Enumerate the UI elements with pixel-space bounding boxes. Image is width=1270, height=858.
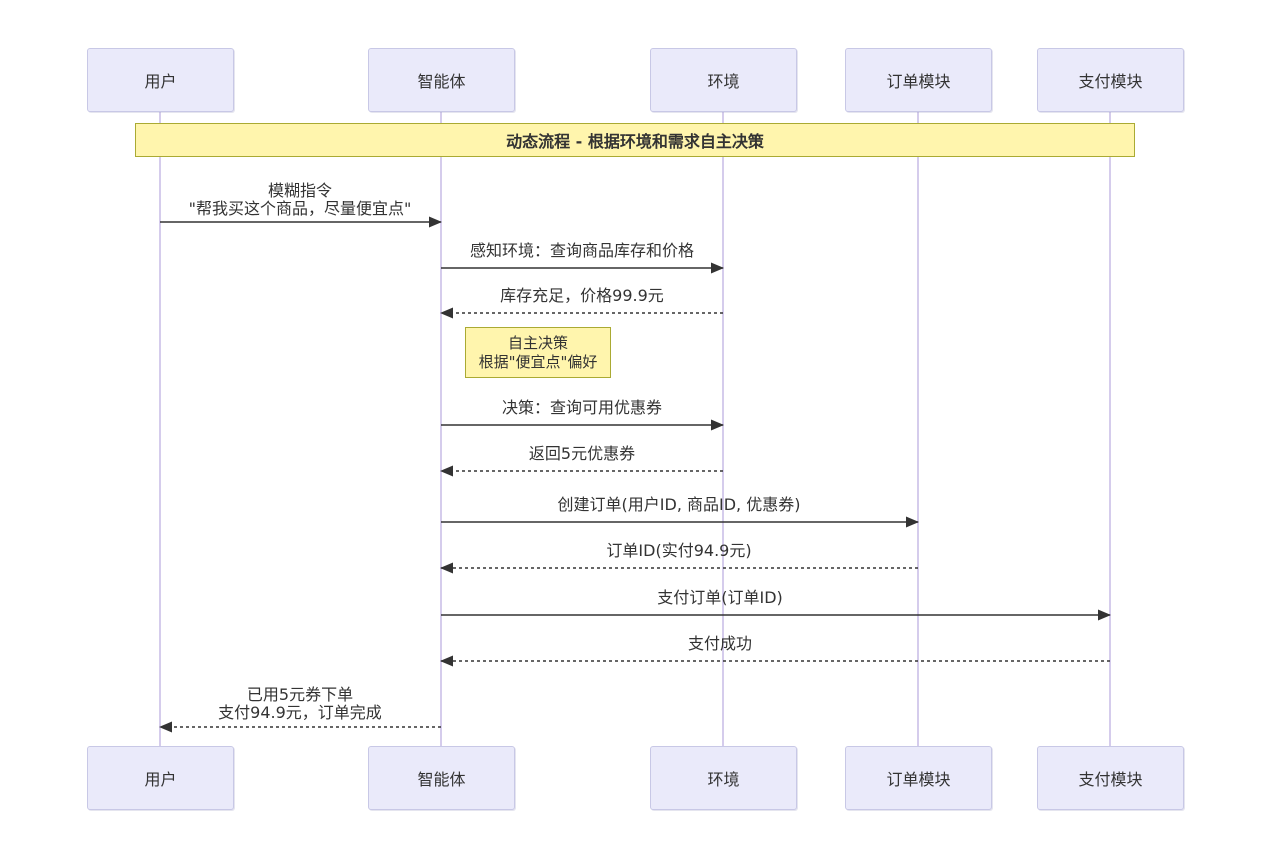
- message-label-7: 订单ID(实付94.9元): [606, 541, 752, 560]
- actor-label: 智能体: [417, 770, 466, 789]
- message-label-2: 感知环境：查询商品库存和价格: [469, 241, 695, 260]
- actor-label: 订单模块: [886, 72, 951, 91]
- message-label-9: 支付成功: [687, 634, 753, 653]
- actor-label: 智能体: [417, 72, 466, 91]
- diagram-title-banner: 动态流程 - 根据环境和需求自主决策: [135, 123, 1135, 157]
- actor-bottom-agent: 智能体: [368, 746, 515, 810]
- actor-label: 用户: [144, 72, 177, 91]
- actor-bottom-user: 用户: [87, 746, 234, 810]
- actor-bottom-order-module: 订单模块: [845, 746, 992, 810]
- actor-label: 环境: [707, 72, 740, 91]
- note-autonomous-decision: 自主决策 根据"便宜点"偏好: [465, 327, 611, 378]
- actor-label: 支付模块: [1078, 72, 1143, 91]
- actor-label: 订单模块: [886, 770, 951, 789]
- actor-bottom-payment-module: 支付模块: [1037, 746, 1184, 810]
- message-arrows: [159, 216, 1111, 733]
- actor-top-agent: 智能体: [368, 48, 515, 112]
- actor-top-order-module: 订单模块: [845, 48, 992, 112]
- actor-top-payment-module: 支付模块: [1037, 48, 1184, 112]
- message-label-1: 模糊指令 "帮我买这个商品，尽量便宜点": [188, 181, 412, 218]
- actor-label: 支付模块: [1078, 770, 1143, 789]
- message-label-6: 创建订单(用户ID, 商品ID, 优惠券): [557, 495, 801, 514]
- message-label-5: 返回5元优惠券: [528, 444, 636, 463]
- actor-top-user: 用户: [87, 48, 234, 112]
- actor-label: 环境: [707, 770, 740, 789]
- actor-top-environment: 环境: [650, 48, 797, 112]
- message-label-3: 库存充足，价格99.9元: [500, 286, 664, 305]
- banner-label: 动态流程 - 根据环境和需求自主决策: [506, 132, 764, 151]
- message-label-4: 决策：查询可用优惠券: [501, 398, 663, 417]
- actor-label: 用户: [144, 770, 177, 789]
- message-label-10: 已用5元券下单 支付94.9元，订单完成: [218, 685, 382, 722]
- message-label-8: 支付订单(订单ID): [657, 588, 783, 607]
- actor-bottom-environment: 环境: [650, 746, 797, 810]
